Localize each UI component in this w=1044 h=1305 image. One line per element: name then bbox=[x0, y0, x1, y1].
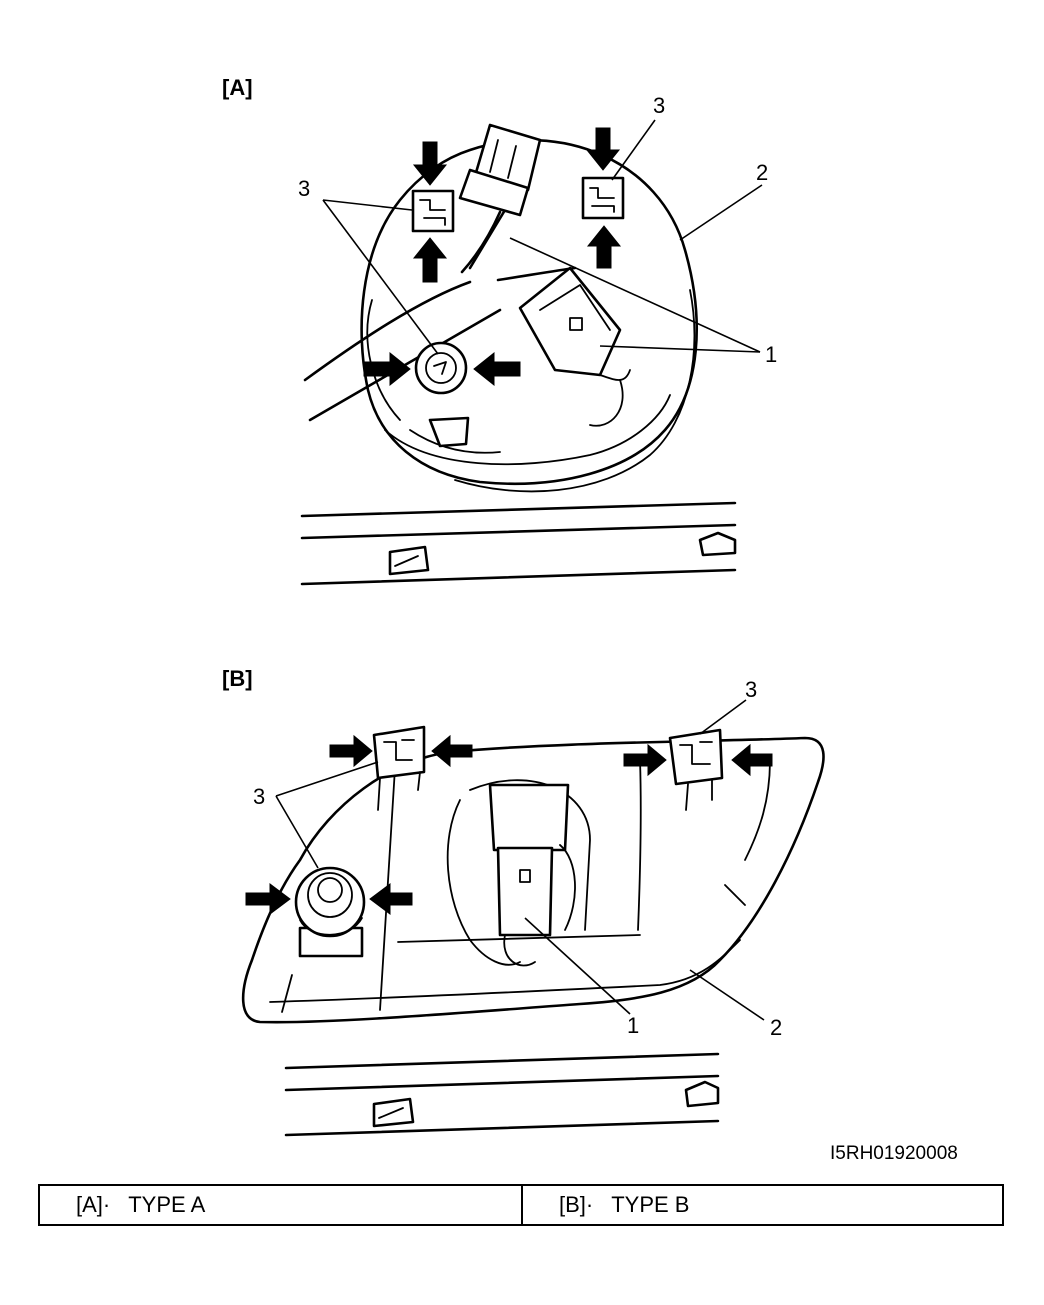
arrow-icon bbox=[623, 743, 667, 777]
panel-a-label: [A] bbox=[222, 75, 253, 100]
legend-text-b: TYPE B bbox=[611, 1192, 690, 1217]
callout-2-a: 2 bbox=[756, 160, 768, 185]
legend-key-b: [B]· bbox=[559, 1192, 594, 1217]
leaders-a bbox=[322, 119, 763, 355]
body-panel-a bbox=[300, 501, 737, 586]
arrow-icon bbox=[329, 734, 373, 768]
arrow-icon bbox=[431, 734, 473, 768]
clip-a-left bbox=[411, 189, 455, 233]
arrow-icon bbox=[369, 883, 413, 915]
bulb-socket-b bbox=[446, 779, 591, 967]
arrow-icon bbox=[586, 225, 622, 269]
arrow-icon bbox=[363, 351, 411, 387]
callout-2-b: 2 bbox=[770, 1015, 782, 1040]
arrows-a bbox=[363, 127, 622, 387]
callout-3-right-a: 3 bbox=[653, 93, 665, 118]
harness-a bbox=[303, 123, 577, 422]
clip-a-right bbox=[581, 176, 625, 220]
arrow-icon bbox=[473, 351, 521, 387]
arrow-icon bbox=[412, 141, 448, 186]
callout-3-left-b: 3 bbox=[253, 784, 265, 809]
legend-cell-type-b: [B]· TYPE B bbox=[521, 1186, 1002, 1224]
legend-key-a: [A]· bbox=[76, 1192, 111, 1217]
callout-3-right-b: 3 bbox=[745, 677, 757, 702]
connector-plug-a bbox=[458, 123, 542, 217]
callout-1-b: 1 bbox=[627, 1013, 639, 1038]
arrow-icon bbox=[245, 883, 291, 915]
arrow-icon bbox=[585, 127, 621, 171]
bulb-socket-a bbox=[518, 266, 631, 427]
clip-a-round bbox=[414, 341, 468, 395]
arrow-icon bbox=[731, 743, 773, 777]
arrow-icon bbox=[412, 237, 448, 283]
figure-code: I5RH01920008 bbox=[830, 1143, 958, 1164]
callout-3-left-a: 3 bbox=[298, 176, 310, 201]
body-panel-b bbox=[284, 1052, 720, 1137]
panel-b: [B] bbox=[222, 666, 825, 1137]
legend-table: [A]· TYPE A [B]· TYPE B bbox=[38, 1184, 1004, 1226]
callout-1-a: 1 bbox=[765, 342, 777, 367]
leaders-b bbox=[275, 699, 765, 1021]
arrows-b bbox=[245, 734, 773, 915]
panel-a: [A] bbox=[222, 75, 777, 586]
legend-cell-type-a: [A]· TYPE A bbox=[40, 1186, 521, 1224]
clip-b-round bbox=[294, 866, 366, 958]
panel-b-label: [B] bbox=[222, 666, 253, 691]
legend-text-a: TYPE A bbox=[128, 1192, 206, 1217]
clip-b-top-left bbox=[372, 725, 426, 811]
clip-b-top-right bbox=[668, 728, 724, 811]
